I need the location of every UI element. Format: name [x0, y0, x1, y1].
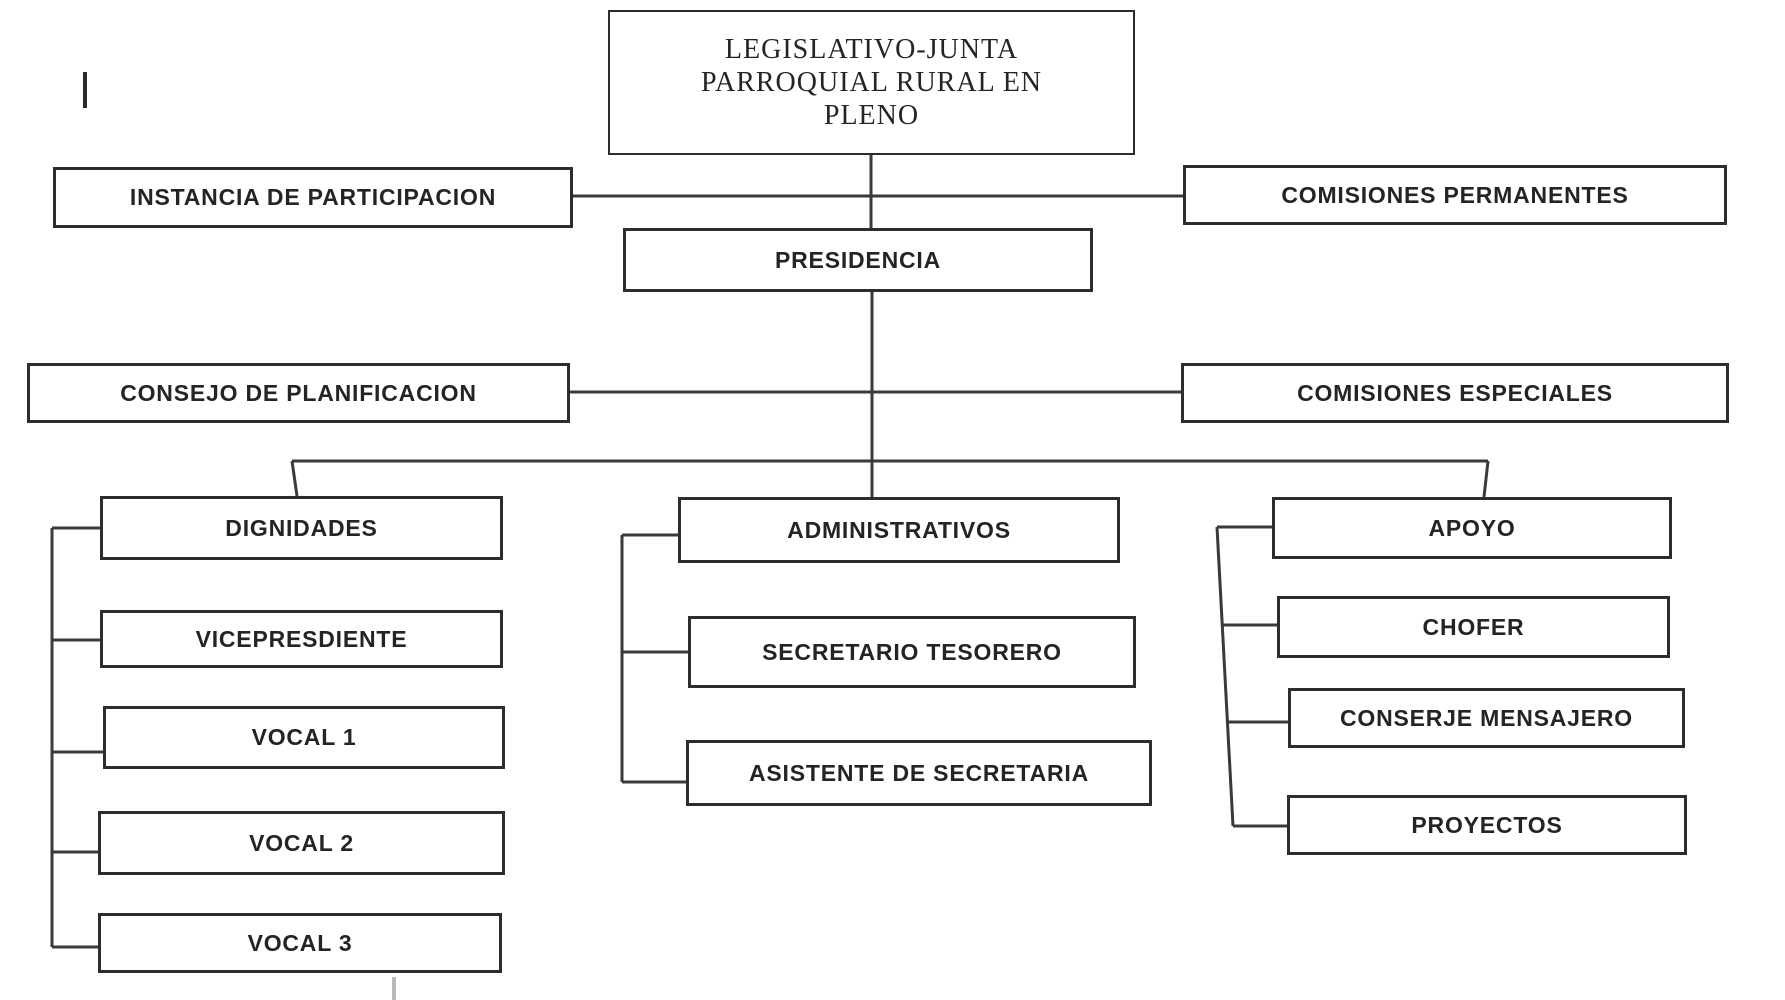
node-label: VICEPRESDIENTE [195, 625, 408, 652]
node-label: INSTANCIA DE PARTICIPACION [129, 184, 497, 211]
node-label: COMISIONES PERMANENTES [1281, 181, 1629, 208]
node-vocal-2: VOCAL 2 [98, 811, 505, 875]
node-presidencia: PRESIDENCIA [623, 228, 1093, 292]
node-consejo-de-planificacion: CONSEJO DE PLANIFICACION [27, 363, 570, 423]
node-legislativo-junta: LEGISLATIVO-JUNTA PARROQUIAL RURAL EN PL… [608, 10, 1135, 155]
node-label: COMISIONES ESPECIALES [1297, 379, 1613, 406]
node-vocal-3: VOCAL 3 [98, 913, 502, 973]
node-label: APOYO [1428, 514, 1516, 541]
node-asistente-de-secretaria: ASISTENTE DE SECRETARIA [686, 740, 1152, 806]
node-proyectos: PROYECTOS [1287, 795, 1687, 855]
node-label: CHOFER [1422, 613, 1525, 640]
node-secretario-tesorero: SECRETARIO TESORERO [688, 616, 1136, 688]
node-apoyo: APOYO [1272, 497, 1672, 559]
connector-stub-dignidades [290, 460, 299, 497]
node-label: CONSERJE MENSAJERO [1339, 704, 1634, 731]
node-label: CONSEJO DE PLANIFICACION [120, 379, 477, 406]
node-label: VOCAL 3 [247, 929, 353, 956]
text-cursor-mark [83, 72, 87, 108]
node-label: VOCAL 2 [249, 829, 354, 856]
node-label: PROYECTOS [1411, 811, 1563, 838]
node-vocal-1: VOCAL 1 [103, 706, 505, 769]
node-dignidades: DIGNIDADES [100, 496, 503, 560]
node-label: VOCAL 1 [251, 724, 357, 751]
node-label: ASISTENTE DE SECRETARIA [748, 759, 1089, 786]
node-administrativos: ADMINISTRATIVOS [678, 497, 1120, 563]
node-comisiones-especiales: COMISIONES ESPECIALES [1181, 363, 1729, 423]
node-label: LEGISLATIVO-JUNTA PARROQUIAL RURAL EN PL… [700, 33, 1043, 132]
node-label: SECRETARIO TESORERO [762, 638, 1062, 665]
node-label: ADMINISTRATIVOS [787, 516, 1011, 543]
connector-stub-apoyo [1482, 460, 1490, 498]
node-comisiones-permanentes: COMISIONES PERMANENTES [1183, 165, 1727, 225]
connector-spine-apoyo [1215, 526, 1235, 827]
node-chofer: CHOFER [1277, 596, 1670, 658]
node-label: DIGNIDADES [225, 514, 378, 541]
node-conserje-mensajero: CONSERJE MENSAJERO [1288, 688, 1685, 748]
node-instancia-de-participacion: INSTANCIA DE PARTICIPACION [53, 167, 573, 228]
node-label: PRESIDENCIA [775, 246, 941, 273]
node-vicepresdiente: VICEPRESDIENTE [100, 610, 503, 668]
